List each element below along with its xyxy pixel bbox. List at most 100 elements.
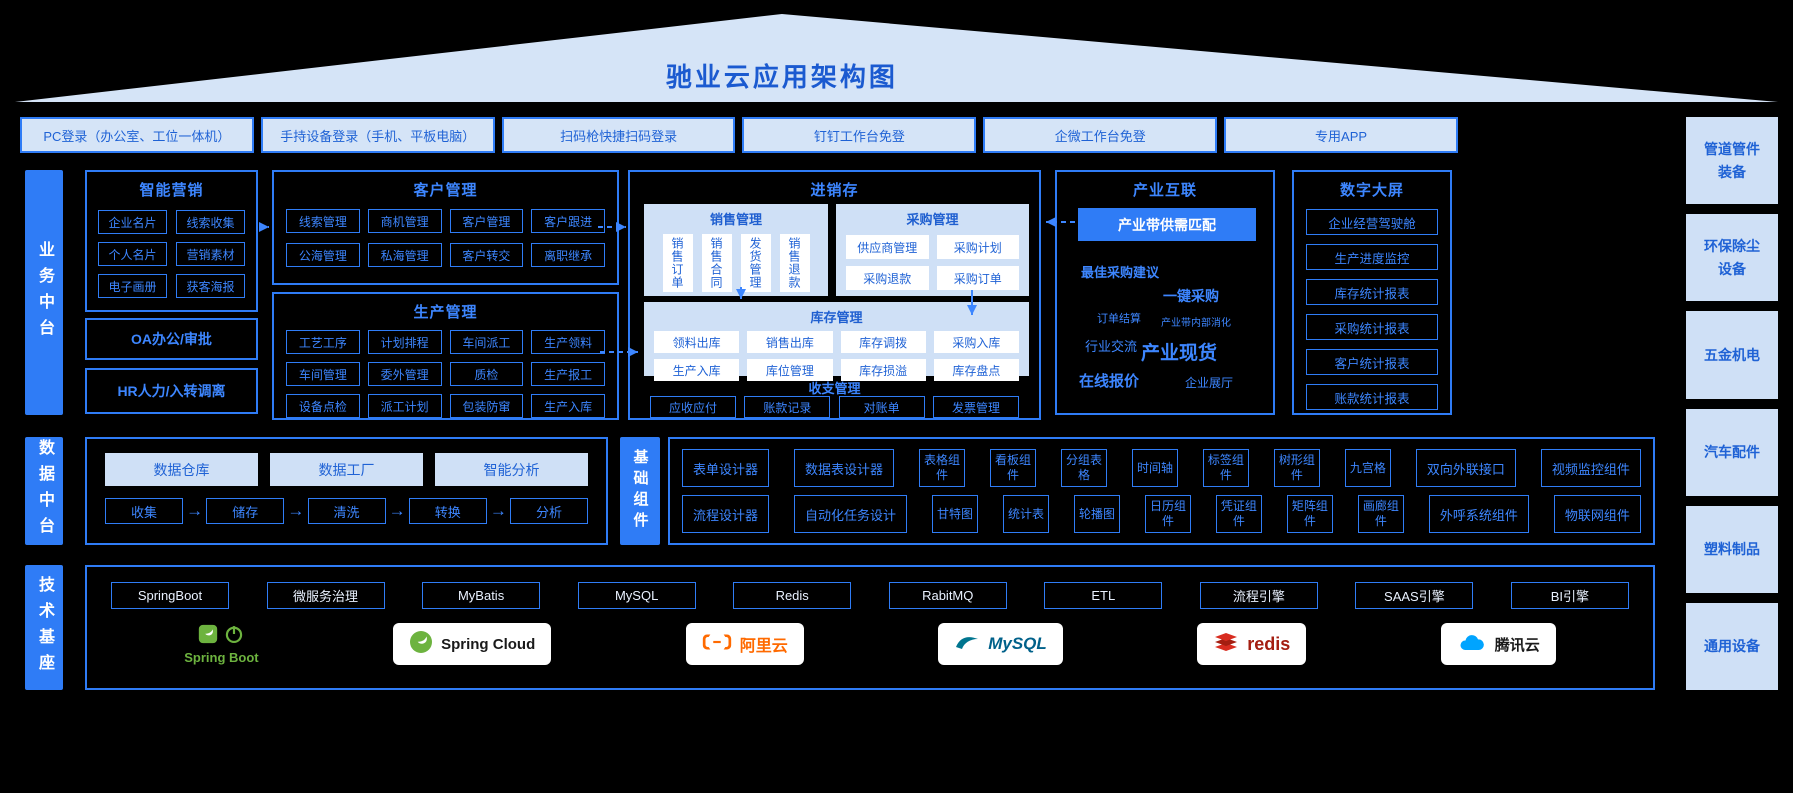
mysql-logo: MySQL xyxy=(938,623,1063,665)
component-box: 时间轴 xyxy=(1131,449,1178,487)
spring-boot-logo: Spring Boot xyxy=(184,624,259,665)
module-box-vertical: 销售退款 xyxy=(779,234,810,292)
module-box: 采购订单 xyxy=(936,266,1019,290)
module-box: 客户统计报表 xyxy=(1306,349,1438,375)
module-box: 车间管理 xyxy=(286,362,360,386)
tech-box: MySQL xyxy=(577,582,696,609)
arrow-right-icon: → xyxy=(388,501,406,520)
industry-cloud-item: 产业现货 xyxy=(1141,343,1218,364)
industry-category: 环保除尘设备 xyxy=(1686,214,1778,302)
data-block: 数据仓库 xyxy=(105,453,258,486)
industry-sidebar: 管道管件装备 环保除尘设备 五金机电 汽车配件 塑料制品 通用设备 xyxy=(1686,117,1778,691)
module-box: 车间派工 xyxy=(449,330,524,354)
access-entry: 钉钉工作台免登 xyxy=(742,117,977,153)
tech-box: SpringBoot xyxy=(111,582,229,609)
component-box: 外呼系统组件 xyxy=(1428,495,1529,533)
tech-box: Redis xyxy=(733,582,852,609)
industry-category: 汽车配件 xyxy=(1686,408,1778,496)
industry-cloud-item: 订单结算 xyxy=(1097,313,1141,325)
tech-box: SAAS引擎 xyxy=(1355,582,1474,609)
tencent-cloud-logo: 腾讯云 xyxy=(1440,623,1556,665)
module-box: 生产报工 xyxy=(531,362,605,386)
production-grid: 工艺工序计划排程车间派工生产领料车间管理委外管理质检生产报工设备点检派工计划包装… xyxy=(274,322,617,418)
module-box: 采购退款 xyxy=(846,266,929,290)
arrow-right-icon: → xyxy=(489,501,507,520)
module-box-vertical: 发货管理 xyxy=(740,234,771,292)
industry-cloud-item: 在线报价 xyxy=(1079,373,1140,390)
flow-step: 储存 xyxy=(206,498,285,524)
module-box: 企业经营驾驶舱 xyxy=(1306,209,1438,235)
component-box: 标签组件 xyxy=(1202,449,1249,487)
module-hr: HR人力/入转调离 xyxy=(85,368,258,414)
component-box: 日历组件 xyxy=(1144,495,1191,533)
access-entry: 手持设备登录（手机、平板电脑） xyxy=(260,117,495,153)
section-label-tech: 技术基座 xyxy=(25,565,63,690)
module-box: 应收应付 xyxy=(650,396,736,418)
module-box: 对账单 xyxy=(838,396,925,418)
section-label-components: 基础组件 xyxy=(620,437,660,545)
module-box: 线索收集 xyxy=(176,210,245,234)
module-oa: OA办公/审批 xyxy=(85,318,258,360)
access-entry: 企微工作台免登 xyxy=(983,117,1218,153)
roof-banner: 驰业云应用架构图 xyxy=(15,14,1778,102)
marketing-grid: 企业名片线索收集个人名片营销素材电子画册获客海报 xyxy=(87,200,256,298)
data-flow: 收集 → 储存 → 清洗 → 转换 → 分析 → xyxy=(87,486,606,524)
module-box: 生产领料 xyxy=(531,330,605,354)
tech-box: 流程引擎 xyxy=(1199,582,1318,609)
cloud-icon xyxy=(1457,631,1487,657)
module-box: 客户跟进 xyxy=(531,209,605,233)
mysql-label: MySQL xyxy=(988,634,1047,653)
panel-title-customer: 客户管理 xyxy=(413,182,478,199)
module-box: 设备点检 xyxy=(286,394,360,418)
component-box: 九宫格 xyxy=(1344,449,1391,487)
industry-cloud-item: 一键采购 xyxy=(1163,288,1219,304)
panel-industry: 产业互联 产业带供需匹配 最佳采购建议 一键采购 订单结算 产业带内部消化 行业… xyxy=(1055,170,1275,415)
panel-title-marketing: 智能营销 xyxy=(139,182,204,199)
module-box: 销售出库 xyxy=(747,331,833,353)
module-box: 营销素材 xyxy=(176,242,245,266)
industry-category: 管道管件装备 xyxy=(1686,117,1778,205)
page-title: 驰业云应用架构图 xyxy=(665,62,898,92)
module-box: 客户转交 xyxy=(449,243,524,267)
industry-cloud-item: 行业交流 xyxy=(1085,339,1138,354)
component-box: 轮播图 xyxy=(1073,495,1120,533)
component-box: 分组表格 xyxy=(1060,449,1107,487)
access-entry: 扫码枪快捷扫码登录 xyxy=(501,117,736,153)
panel-psi: 进销存 销售管理 销售订单销售合同发货管理销售退款 采购管理 供应商管理采购计划… xyxy=(628,170,1041,420)
arrow-right-icon: → xyxy=(287,501,305,520)
component-box: 统计表 xyxy=(1002,495,1049,533)
module-box: 客户管理 xyxy=(449,209,524,233)
tech-box: MyBatis xyxy=(422,582,541,609)
module-box: 个人名片 xyxy=(98,242,167,266)
module-box: 包装防窜 xyxy=(449,394,524,418)
module-box: 账款统计报表 xyxy=(1306,384,1438,410)
tech-logos-row: Spring Boot Spring Cloud 阿里云 MySQL xyxy=(87,609,1653,665)
component-box: 看板组件 xyxy=(989,449,1036,487)
components-row-1: 表单设计器数据表设计器表格组件看板组件分组表格时间轴标签组件树形组件九宫格双向外… xyxy=(670,439,1653,487)
industry-category: 通用设备 xyxy=(1686,602,1778,691)
component-box: 表单设计器 xyxy=(682,449,770,487)
component-box: 画廊组件 xyxy=(1357,495,1404,533)
section-label-business: 业务中台 xyxy=(25,170,63,415)
module-box: 线索管理 xyxy=(286,209,360,233)
panel-title-psi: 进销存 xyxy=(810,182,859,199)
component-box: 视频监控组件 xyxy=(1540,449,1641,487)
panel-production: 生产管理 工艺工序计划排程车间派工生产领料车间管理委外管理质检生产报工设备点检派… xyxy=(272,292,619,420)
tencent-cloud-label: 腾讯云 xyxy=(1494,636,1540,654)
spring-boot-icons xyxy=(198,624,244,649)
section-label-data: 数据中台 xyxy=(25,437,63,545)
subpanel-inventory: 库存管理 领料出库销售出库库存调拨采购入库生产入库库位管理库存损溢库存盘点 xyxy=(644,302,1029,381)
module-box-vertical: 销售合同 xyxy=(701,234,732,292)
module-box: 获客海报 xyxy=(176,274,245,298)
module-box: 领料出库 xyxy=(654,331,740,353)
module-box: 生产入库 xyxy=(531,394,605,418)
flow-step: 收集 xyxy=(105,498,183,524)
component-box: 甘特图 xyxy=(932,495,978,533)
module-box: 工艺工序 xyxy=(286,330,360,354)
redis-cube-icon xyxy=(1213,631,1239,658)
module-box: 库存调拨 xyxy=(840,331,926,353)
module-box: 公海管理 xyxy=(286,243,360,267)
panel-title-bigscreen: 数字大屏 xyxy=(1339,182,1404,199)
